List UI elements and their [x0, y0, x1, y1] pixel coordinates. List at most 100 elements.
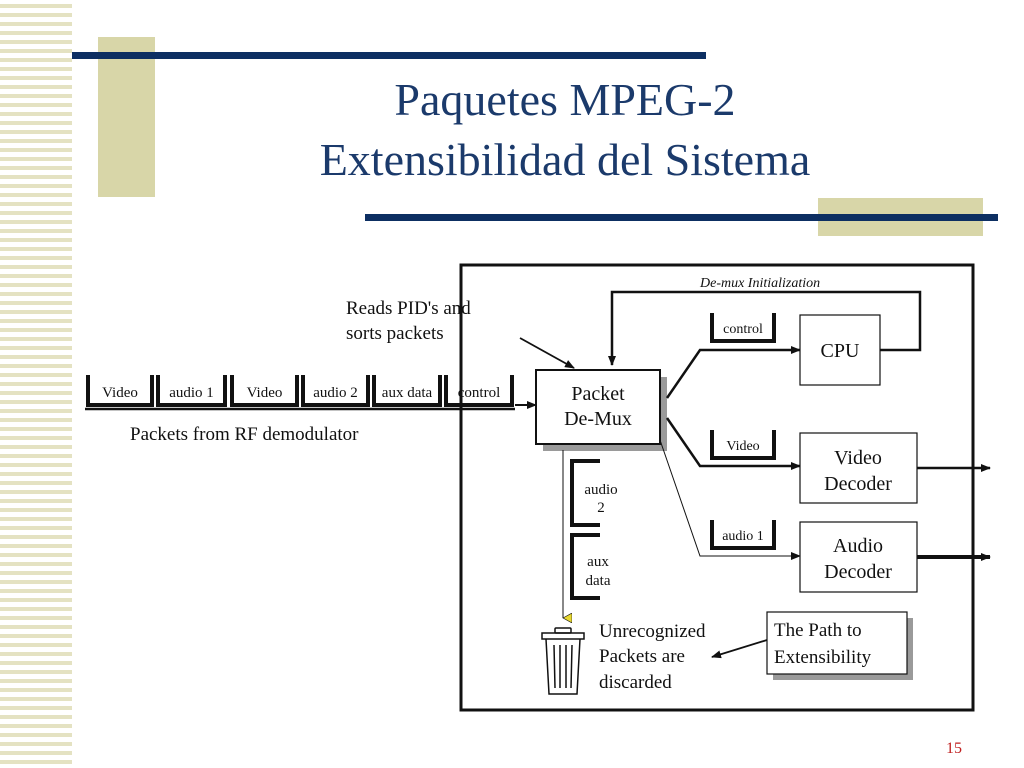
stripe-line: [0, 733, 72, 737]
cpu-box: CPU: [799, 314, 881, 386]
reads-pid-label-1: Reads PID's and: [346, 298, 471, 319]
stripe-line: [0, 715, 72, 719]
stripe-line: [0, 103, 72, 107]
stream-packet-label: Video: [247, 385, 283, 401]
stripe-line: [0, 544, 72, 548]
branch-to-cpu: [665, 346, 801, 399]
stripe-line: [0, 31, 72, 35]
audio-decoder-label-1: Audio: [833, 535, 883, 557]
audio-decoder-box: Audio Decoder: [799, 521, 991, 593]
stripe-line: [0, 184, 72, 188]
stripe-line: [0, 742, 72, 746]
stripe-line: [0, 382, 72, 386]
branch-packet: Video: [710, 430, 776, 460]
stripe-line: [0, 265, 72, 269]
demux-label-1: Packet: [571, 383, 625, 405]
stripe-line: [0, 571, 72, 575]
stream-label: Packets from RF demodulator: [130, 424, 359, 445]
stripe-line: [0, 490, 72, 494]
stripe-line: [0, 481, 72, 485]
stripe-line: [0, 346, 72, 350]
stripe-line: [0, 598, 72, 602]
stripe-line: [0, 175, 72, 179]
stripe-line: [0, 436, 72, 440]
discard-packet-1-label-2: 2: [597, 500, 605, 516]
branch-packet-label: Video: [726, 439, 759, 454]
stripe-line: [0, 319, 72, 323]
stripe-line: [0, 85, 72, 89]
stripe-line: [0, 454, 72, 458]
reads-pid-arrow: [519, 337, 575, 369]
stripe-line: [0, 13, 72, 17]
stripe-line: [0, 256, 72, 260]
stripe-line: [0, 292, 72, 296]
stripe-line: [0, 4, 72, 8]
stripe-line: [0, 301, 72, 305]
stripe-line: [0, 121, 72, 125]
stream-packet-label: Video: [102, 385, 138, 401]
demux-init-loop: De-mux Initialization: [608, 276, 922, 366]
stripe-line: [0, 661, 72, 665]
stripe-line: [0, 697, 72, 701]
stripe-line: [0, 535, 72, 539]
cpu-label: CPU: [821, 340, 860, 362]
discard-path: audio 2 aux data: [563, 450, 618, 618]
stripe-line: [0, 427, 72, 431]
stripe-line: [0, 625, 72, 629]
stripe-line: [0, 508, 72, 512]
path-to-extensibility-box: The Path to Extensibility: [766, 611, 913, 680]
stripe-line: [0, 373, 72, 377]
stripe-line: [0, 76, 72, 80]
stripe-line: [0, 499, 72, 503]
branch-to-audio: [659, 439, 801, 560]
stripe-line: [0, 274, 72, 278]
discard-packet-1-label-1: audio: [584, 482, 617, 498]
stripe-line: [0, 562, 72, 566]
system-frame: [459, 263, 975, 712]
stripe-line: [0, 526, 72, 530]
stripe-line: [0, 355, 72, 359]
stream-packet-label: audio 1: [169, 385, 214, 401]
path-label-2: Extensibility: [774, 647, 872, 668]
stripe-line: [0, 616, 72, 620]
stripe-line: [0, 112, 72, 116]
packet-demux-box: Packet De-Mux: [535, 369, 667, 451]
stream-packet-label: aux data: [382, 385, 433, 401]
stripe-line: [0, 751, 72, 755]
navy-rule-right: [365, 214, 998, 221]
unrecognized-label-2: Packets are: [599, 646, 685, 667]
stripe-line: [0, 220, 72, 224]
video-decoder-box: Video Decoder: [799, 432, 991, 504]
stripe-line: [0, 337, 72, 341]
stripe-line: [0, 202, 72, 206]
slide-title-line-1: Paquetes MPEG-2: [394, 74, 736, 125]
branch-packet: audio 1: [710, 520, 776, 550]
slide-title-line-2: Extensibilidad del Sistema: [319, 134, 811, 185]
stripe-line: [0, 724, 72, 728]
stripe-line: [0, 400, 72, 404]
stream-packet: control: [444, 375, 514, 407]
left-stripe-decoration: [0, 0, 72, 768]
stripe-line: [0, 193, 72, 197]
stripe-line: [0, 211, 72, 215]
stripe-line: [0, 679, 72, 683]
stripe-line: [0, 391, 72, 395]
reads-pid-label-2: sorts packets: [346, 323, 444, 344]
stripe-line: [0, 310, 72, 314]
stripe-line: [0, 445, 72, 449]
stripe-line: [0, 49, 72, 53]
stripe-line: [0, 283, 72, 287]
stripe-line: [0, 463, 72, 467]
branch-to-video: [665, 417, 801, 470]
stripe-line: [0, 634, 72, 638]
stream-packet: Video: [86, 375, 154, 407]
tan-block-top-left: [98, 37, 155, 197]
unrecognized-label-1: Unrecognized: [599, 621, 706, 642]
branch-packet-label: audio 1: [722, 529, 764, 544]
stripe-line: [0, 418, 72, 422]
audio-decoder-label-2: Decoder: [824, 561, 892, 583]
discard-packet-2-label-2: data: [586, 573, 611, 589]
page-number: 15: [946, 740, 962, 757]
stream-packet: audio 2: [301, 375, 370, 407]
